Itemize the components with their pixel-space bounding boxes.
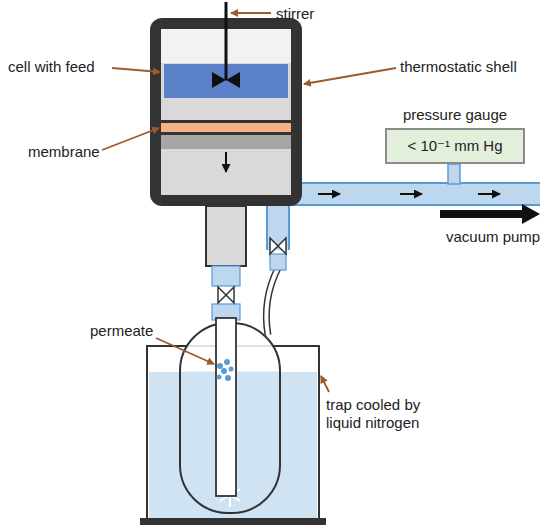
outlet-tube-part (216, 318, 236, 496)
cell-label: cell with feed (8, 58, 95, 76)
leader-lines-part (156, 338, 214, 364)
permeate-drops-part (224, 359, 230, 365)
vacuum-pipe-part (278, 194, 540, 250)
membrane-part (161, 120, 291, 123)
permeate-drops-part (225, 375, 231, 381)
pump-arrow (440, 204, 540, 224)
stirrer-label: stirrer (276, 5, 314, 23)
permeate-drops-part (229, 367, 234, 372)
permeate-drops-part (217, 363, 223, 369)
stirrer (212, 2, 240, 88)
vacuum-pipe (278, 164, 540, 250)
permeate-valve-part (218, 287, 234, 303)
permeate-drops (217, 359, 234, 381)
membrane-part (161, 135, 291, 149)
permeate-drops-part (221, 368, 227, 374)
pump-arrow-part (440, 204, 540, 224)
permeate-valve (218, 287, 234, 303)
vacuum-pipe-part (278, 194, 540, 250)
permeate-arrow-part (225, 152, 227, 172)
flow-arrows-part (400, 193, 422, 195)
pump-label: vacuum pump (446, 228, 540, 246)
outlet-tube (206, 206, 246, 496)
membrane (161, 120, 291, 149)
pressure-gauge: pressure gauge < 10⁻¹ mm Hg (385, 106, 525, 164)
gauge-heading: pressure gauge (385, 106, 525, 124)
leader-lines-part (231, 12, 271, 14)
membrane-label: membrane (28, 143, 100, 161)
trap-label: trap cooled by liquid nitrogen (326, 396, 438, 432)
flow-arrows-part (318, 193, 340, 195)
vacuum-pipe-part (448, 164, 460, 184)
stirrer-part (225, 2, 228, 80)
flow-arrows-part (478, 193, 500, 195)
gauge-display: < 10⁻¹ mm Hg (385, 128, 525, 164)
permeate-label: permeate (90, 322, 153, 340)
vacuum-valve-part (270, 238, 286, 254)
nitrogen-trap-part (140, 518, 326, 525)
side-tube-part (266, 268, 278, 335)
leader-lines-part (304, 68, 396, 84)
leader-lines-part (102, 128, 159, 150)
shell-label: thermostatic shell (400, 58, 517, 76)
side-tube-part (266, 268, 278, 335)
membrane-part (161, 132, 291, 135)
outlet-tube-part (212, 266, 240, 286)
permeate-arrow (226, 152, 227, 172)
flow-arrows (318, 194, 500, 195)
side-tube (266, 254, 286, 335)
stirrer-part (212, 72, 240, 88)
gauge-reading: < 10⁻¹ mm Hg (407, 137, 502, 154)
membrane-part (161, 123, 291, 132)
leader-lines-part (321, 376, 329, 392)
permeate-drops-part (217, 375, 222, 380)
side-tube-part (270, 254, 286, 270)
vacuum-valve (270, 238, 286, 254)
leader-lines-part (112, 68, 160, 72)
outlet-tube-part (206, 206, 246, 266)
